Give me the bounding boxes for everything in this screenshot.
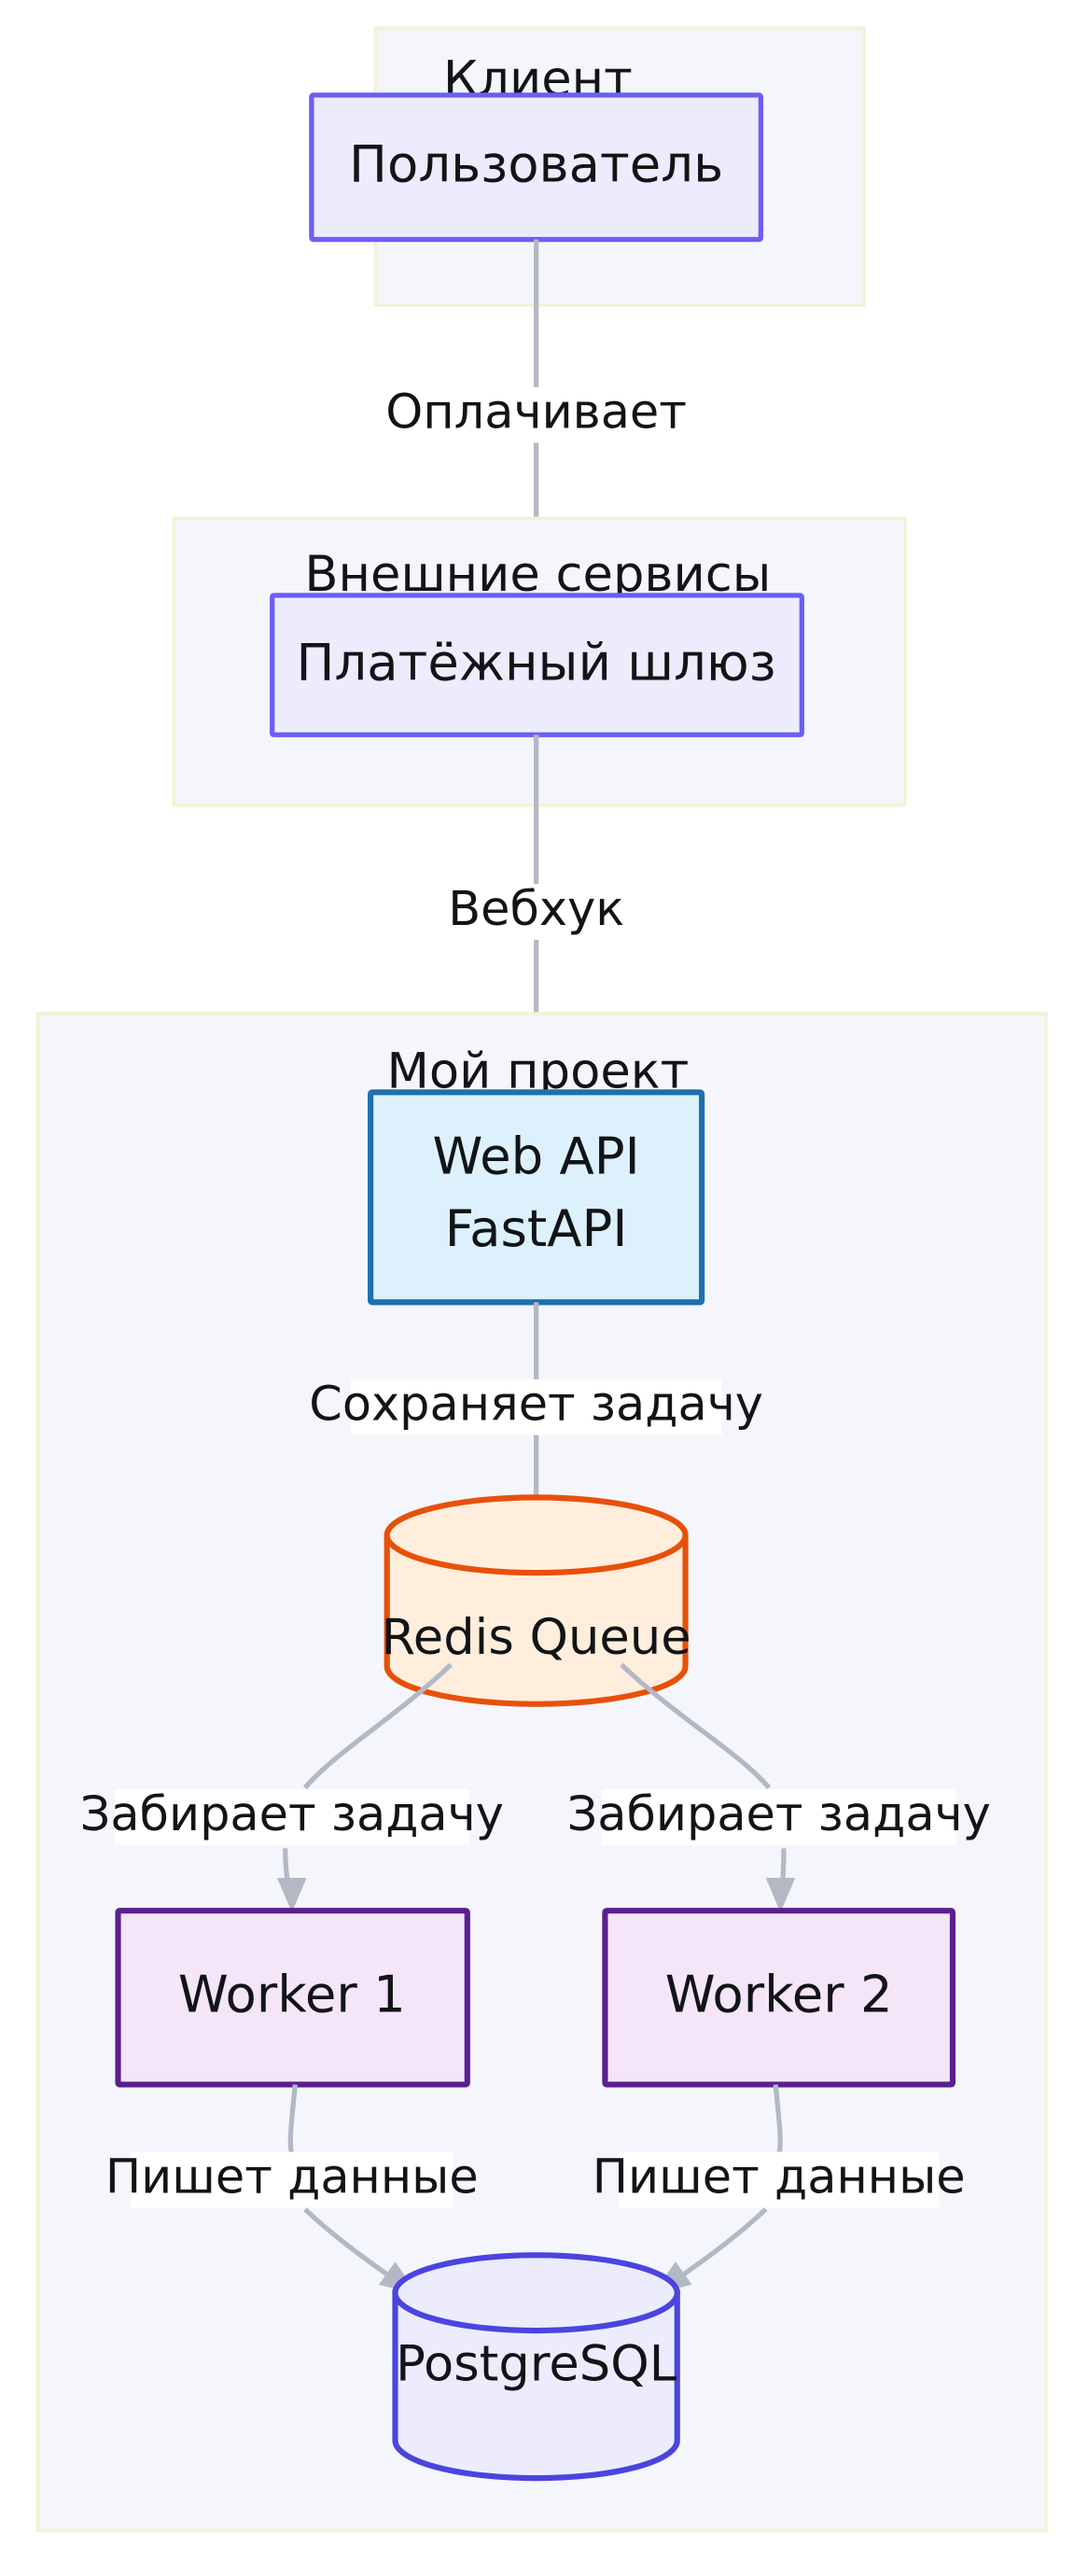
edge-worker1-to-postgres-label-bg xyxy=(131,2151,453,2208)
node-worker-1[interactable]: Worker 1 xyxy=(115,1908,470,2088)
edge-user-to-gateway-label-bg xyxy=(412,386,660,443)
edge-redis-to-worker2-arrowhead xyxy=(765,1878,796,1912)
edge-redis-to-worker1-arrowhead xyxy=(276,1878,307,1912)
node-web-api-label-line1: Web API xyxy=(432,1127,639,1186)
node-redis-queue[interactable]: Redis Queue xyxy=(382,1494,691,1707)
edge-redis-to-worker2[interactable]: Забирает задачу xyxy=(567,1662,991,1912)
edge-webapi-to-redis-label-bg xyxy=(351,1379,722,1435)
node-web-api-box xyxy=(368,1089,705,1306)
edge-gateway-to-webapi-label-bg xyxy=(447,884,625,940)
edge-worker2-to-postgres-path-upper xyxy=(773,2084,783,2156)
node-postgresql-body xyxy=(392,2289,680,2482)
edge-webapi-to-redis-label: Сохраняет задачу xyxy=(309,1378,763,1433)
node-worker-2-label: Worker 2 xyxy=(665,1964,893,2023)
node-web-api-label-line2: FastAPI xyxy=(445,1198,628,1258)
node-payment-gateway-label: Платёжный шлюз xyxy=(296,633,775,693)
edge-worker1-to-postgres-label: Пишет данные xyxy=(105,2149,479,2205)
node-redis-queue-top xyxy=(384,1494,689,1576)
edge-redis-to-worker1-path-upper xyxy=(302,1662,453,1790)
node-worker-1-label: Worker 1 xyxy=(178,1964,406,2023)
edge-gateway-to-webapi-label: Вебхук xyxy=(448,882,624,937)
node-postgresql-top xyxy=(392,2252,680,2334)
edge-redis-to-worker2-path-upper xyxy=(620,1662,772,1790)
node-redis-queue-label: Redis Queue xyxy=(382,1609,691,1666)
edge-worker2-to-postgres-label: Пишет данные xyxy=(593,2149,966,2205)
edge-redis-to-worker1-label: Забирает задачу xyxy=(80,1787,504,1842)
node-user[interactable]: Пользователь xyxy=(309,92,764,243)
edge-worker2-to-postgres-label-bg xyxy=(618,2151,940,2208)
edge-webapi-to-redis[interactable]: Сохраняет задачу xyxy=(309,1302,763,1535)
node-postgresql-label: PostgreSQL xyxy=(396,2335,677,2392)
edge-user-to-gateway-label: Оплачивает xyxy=(385,385,687,441)
edge-worker2-to-postgres[interactable]: Пишет данные xyxy=(593,2084,966,2295)
node-postgresql[interactable]: PostgreSQL xyxy=(392,2252,680,2482)
node-user-label: Пользователь xyxy=(349,133,723,193)
edge-redis-to-worker1-label-bg xyxy=(115,1789,469,1845)
node-web-api[interactable]: Web API FastAPI xyxy=(368,1089,705,1306)
node-worker-2[interactable]: Worker 2 xyxy=(602,1908,956,2088)
node-payment-gateway[interactable]: Платёжный шлюз xyxy=(270,593,804,737)
edge-worker1-to-postgres-path-upper xyxy=(287,2084,298,2156)
edge-redis-to-worker1[interactable]: Забирает задачу xyxy=(80,1662,504,1912)
edge-redis-to-worker2-label: Забирает задачу xyxy=(567,1787,991,1842)
node-worker-2-box xyxy=(602,1908,956,2088)
edge-worker1-to-postgres[interactable]: Пишет данные xyxy=(105,2084,479,2295)
node-redis-queue-body xyxy=(384,1532,689,1707)
edge-redis-to-worker2-label-bg xyxy=(601,1789,956,1845)
